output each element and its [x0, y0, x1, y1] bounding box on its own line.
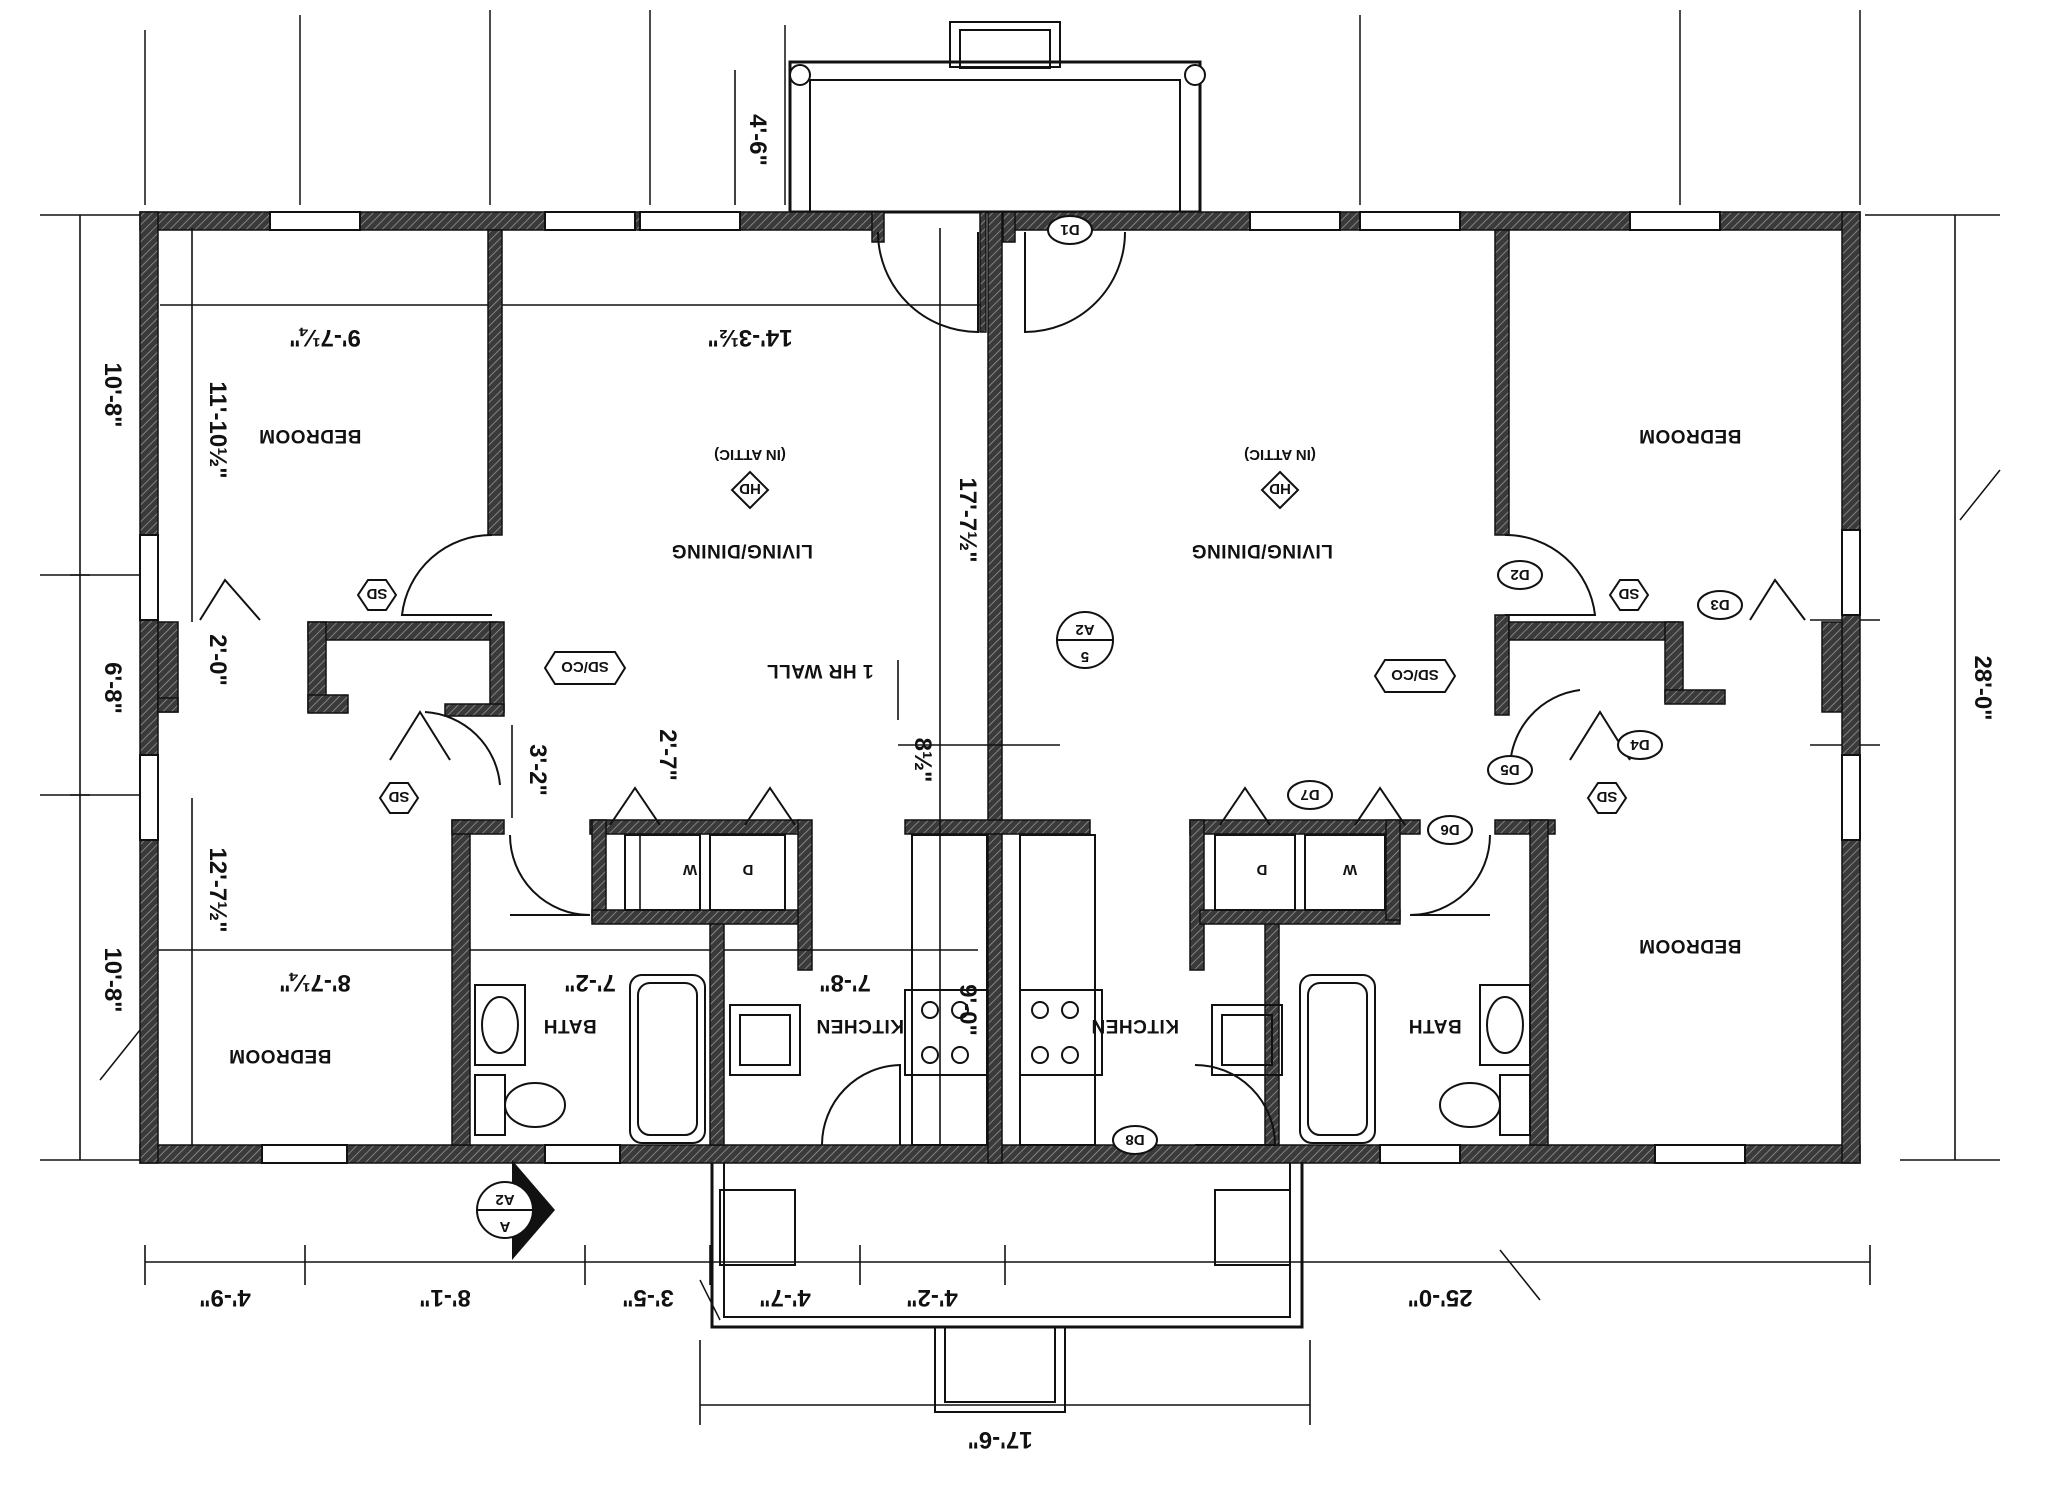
door-tag-d6: D6: [1427, 815, 1473, 845]
sdco-tag-right: SD/CO: [1373, 659, 1457, 693]
dim-bot-5: 4'-2": [906, 1284, 958, 1311]
dim-kitchen-w: 7'-8": [819, 969, 871, 996]
room-labels: BEDROOM BEDROOM BEDROOM BEDROOM LIVING/D…: [229, 425, 1742, 1066]
in-attic-left: (IN ATTIC): [714, 446, 786, 463]
room-bedroom-tr: BEDROOM: [1639, 425, 1742, 446]
dim-left-top: 10'-8": [99, 362, 126, 427]
svg-text:HD: HD: [1269, 480, 1291, 497]
washer-right-label: W: [1342, 861, 1357, 878]
dim-left-bot: 10'-8": [99, 947, 126, 1012]
door-tag-d2: D2: [1497, 560, 1543, 590]
walls: [139, 211, 1861, 1164]
dim-bot-3: 3'-5": [622, 1284, 674, 1311]
svg-text:A: A: [499, 1218, 510, 1235]
sdco-tag-left: SD/CO: [543, 651, 627, 685]
symbol-tags: HD HD SD SD SD SD SD/CO SD/CO: [356, 215, 1743, 1260]
door-tag-d3: D3: [1697, 590, 1743, 620]
door-tag-d5: D5: [1487, 755, 1533, 785]
door-tag-d7: D7: [1287, 780, 1333, 810]
svg-text:D7: D7: [1300, 786, 1319, 803]
door-tag-d1: D1: [1047, 215, 1093, 245]
room-bedroom-bl: BEDROOM: [229, 1045, 332, 1066]
sd-tag-1: SD: [356, 579, 398, 611]
sd-tag-3: SD: [1608, 579, 1650, 611]
dim-wall-thk: 8½": [909, 738, 936, 783]
dim-bath-w: 7'-2": [564, 969, 616, 996]
svg-text:SD: SD: [1596, 788, 1617, 805]
svg-text:D2: D2: [1510, 566, 1529, 583]
svg-text:A2: A2: [495, 1191, 514, 1208]
dryer-left: [709, 834, 786, 911]
svg-text:D6: D6: [1440, 821, 1459, 838]
room-kitchen-left: KITCHEN: [816, 1015, 904, 1036]
dim-laundry-h: 2'-7": [654, 729, 681, 781]
dryer-right-label: D: [1256, 861, 1267, 878]
dim-bed-bl-w: 8'-7¼": [279, 969, 351, 996]
washer-left-label: W: [682, 861, 697, 878]
dim-closet-h: 3'-2": [524, 744, 551, 796]
dim-kitchen-h: 9'-0": [954, 984, 981, 1036]
dim-porch-width: 17'-6": [967, 1426, 1032, 1453]
room-bedroom-br: BEDROOM: [1639, 935, 1742, 956]
svg-text:A2: A2: [1075, 621, 1094, 638]
room-kitchen-right: KITCHEN: [1091, 1015, 1179, 1036]
door-tag-d8: D8: [1112, 1125, 1158, 1155]
svg-text:SD: SD: [1618, 585, 1639, 602]
svg-text:SD/CO: SD/CO: [1391, 666, 1439, 683]
hd-tag-right: HD: [1260, 470, 1300, 510]
section-marker-a: 5 A2: [1056, 611, 1114, 669]
sd-tag-2: SD: [378, 782, 420, 814]
dryer-left-label: D: [742, 861, 753, 878]
dim-living-w: 14'-3½": [707, 324, 792, 351]
dim-bot-6: 25'-0": [1407, 1284, 1472, 1311]
svg-text:SD/CO: SD/CO: [561, 658, 609, 675]
room-bath-left: BATH: [543, 1015, 596, 1036]
dim-bed-tl-w: 9'-7¼": [289, 324, 361, 351]
front-porch: [788, 21, 1206, 214]
svg-text:D5: D5: [1500, 761, 1519, 778]
dim-bed-bl-h: 12'-7½": [204, 847, 231, 932]
dim-hall-w: 2'-0": [204, 634, 231, 686]
hr-wall-note: 1 HR WALL: [767, 660, 874, 681]
washer-left: [624, 834, 701, 911]
dim-bot-4: 4'-7": [759, 1284, 811, 1311]
dim-left-mid: 6'-8": [99, 662, 126, 714]
dim-bot-1: 4'-9": [199, 1284, 251, 1311]
door-tag-d4: D4: [1617, 730, 1663, 760]
guide-lines: [40, 10, 2001, 1321]
fixtures: [474, 834, 1531, 1146]
svg-text:5: 5: [1081, 648, 1089, 665]
svg-text:D1: D1: [1060, 221, 1079, 238]
dim-bot-2: 8'-1": [419, 1284, 471, 1311]
svg-text:D8: D8: [1125, 1131, 1144, 1148]
dimension-texts: 10'-8" 6'-8" 10'-8" 28'-0" 4'-6" 9'-7¼" …: [99, 114, 1996, 1453]
sd-tag-4: SD: [1586, 782, 1628, 814]
room-living-right: LIVING/DINING: [1191, 540, 1333, 561]
in-attic-right: (IN ATTIC): [1244, 446, 1316, 463]
section-marker-b: A A2: [476, 1160, 555, 1260]
dim-bed-tl-h: 11'-10½": [204, 381, 231, 478]
svg-text:SD: SD: [366, 585, 387, 602]
svg-text:HD: HD: [739, 480, 761, 497]
washer-right: [1304, 834, 1386, 911]
room-living-left: LIVING/DINING: [671, 540, 813, 561]
svg-text:SD: SD: [388, 788, 409, 805]
svg-text:D4: D4: [1630, 736, 1650, 753]
svg-text:D3: D3: [1710, 596, 1729, 613]
dimension-lines: [70, 70, 1956, 1425]
dim-porch-depth: 4'-6": [744, 114, 771, 166]
hd-tag-left: HD: [730, 470, 770, 510]
dim-right-total: 28'-0": [1969, 655, 1996, 720]
dim-living-h: 17'-7½": [954, 477, 981, 562]
room-bedroom-tl: BEDROOM: [259, 425, 362, 446]
room-bath-right: BATH: [1408, 1015, 1461, 1036]
dryer-right: [1214, 834, 1296, 911]
windows: [139, 211, 1861, 1164]
